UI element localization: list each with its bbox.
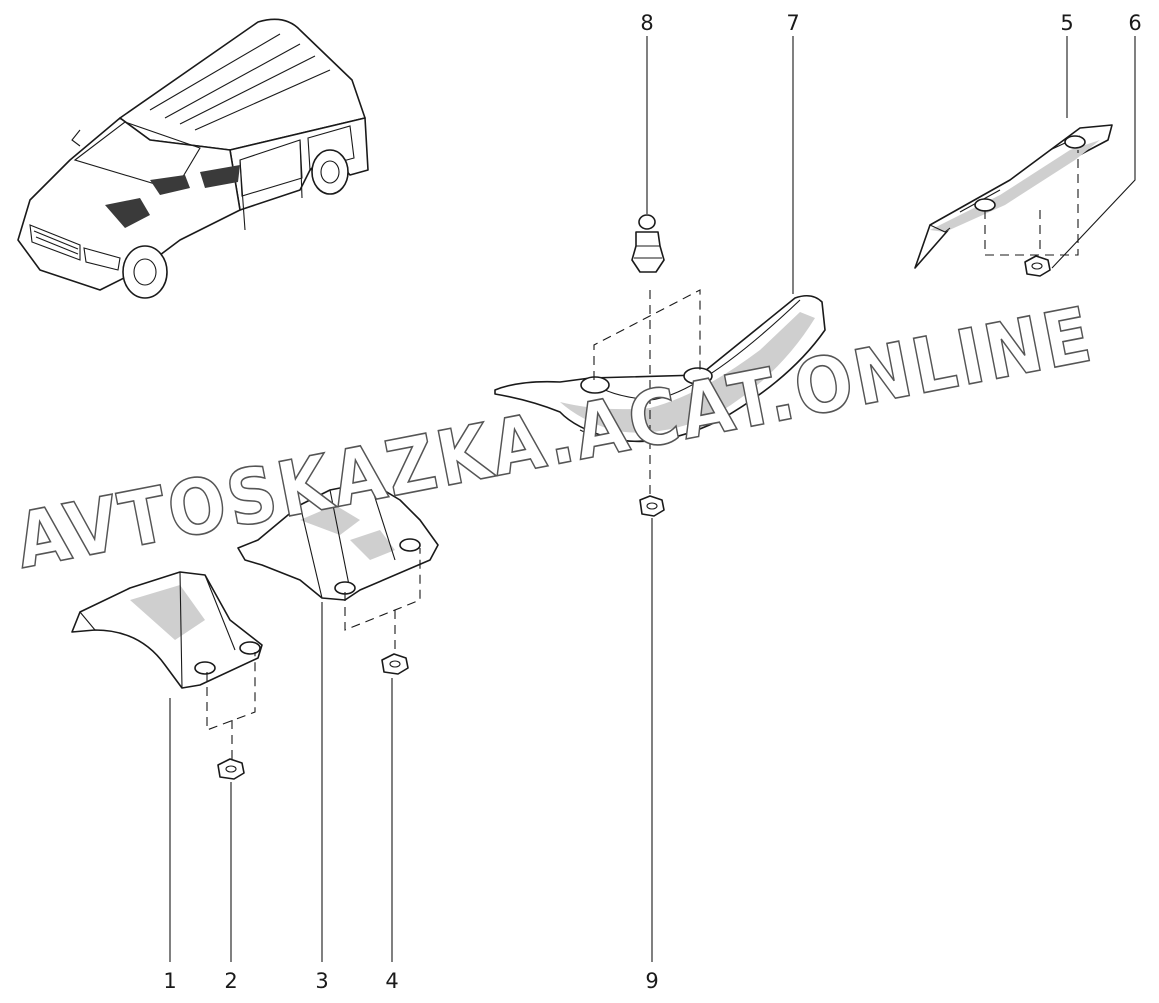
callout-7: 7 xyxy=(786,11,799,35)
part-1-mount-lines xyxy=(206,652,256,760)
part-3-mount-lines xyxy=(344,548,421,655)
part-5-rear-shield xyxy=(914,124,1113,269)
callout-3: 3 xyxy=(315,969,328,993)
part-3-center-shield xyxy=(237,481,439,601)
callout-labels: 1 2 3 4 5 6 7 8 9 xyxy=(163,11,1141,993)
part-2-nut xyxy=(217,758,245,780)
callout-4: 4 xyxy=(385,969,398,993)
part-1-front-shield xyxy=(71,571,263,689)
part-8-clip xyxy=(631,214,665,273)
part-5-mount-lines xyxy=(984,150,1079,256)
part-7-heat-shield xyxy=(494,294,826,443)
vehicle-locator-illustration xyxy=(17,18,369,299)
callout-1: 1 xyxy=(163,969,176,993)
callout-6: 6 xyxy=(1128,11,1141,35)
part-9-nut xyxy=(639,495,665,517)
part-7-mount-lines xyxy=(593,289,701,500)
leader-lines xyxy=(169,36,1136,962)
part-4-nut xyxy=(381,653,409,675)
callout-8: 8 xyxy=(640,11,653,35)
part-6-nut xyxy=(1024,255,1051,277)
watermark-text: AVTOSKAZKA.ACAT.ONLINE xyxy=(8,289,1100,585)
callout-9: 9 xyxy=(645,969,658,993)
callout-2: 2 xyxy=(224,969,237,993)
callout-5: 5 xyxy=(1060,11,1073,35)
